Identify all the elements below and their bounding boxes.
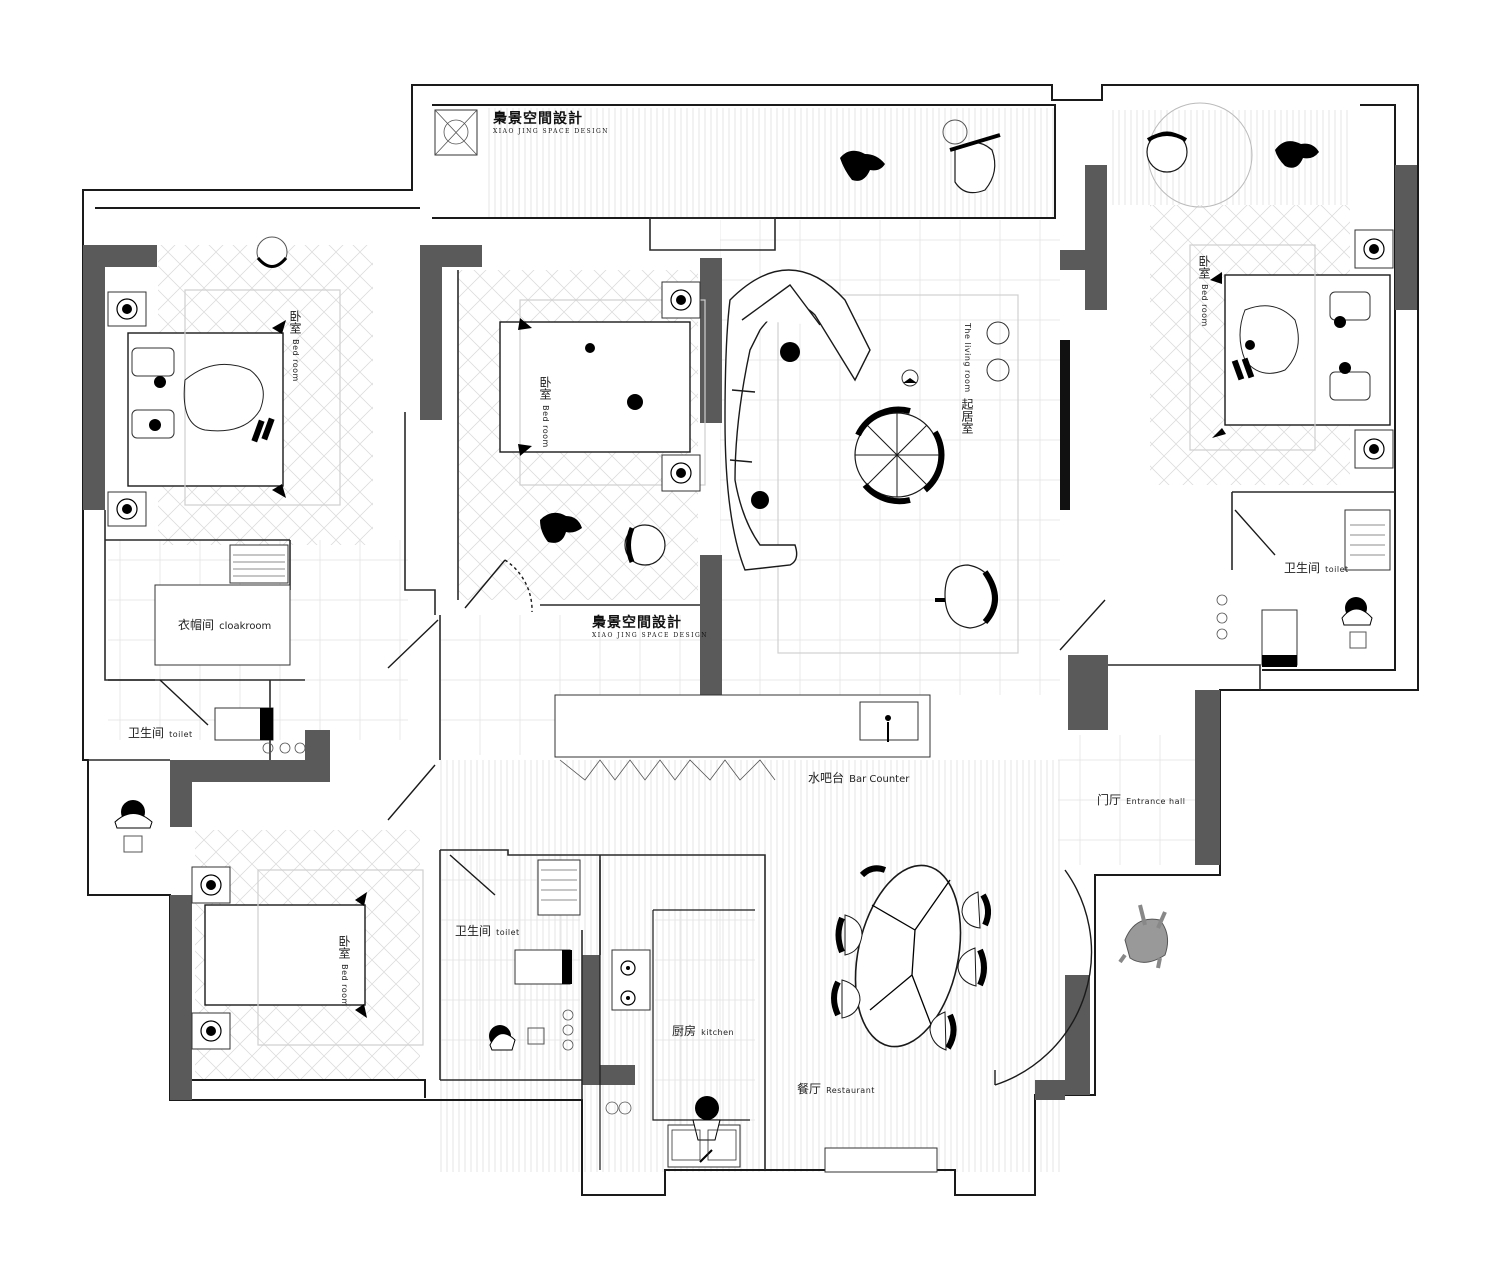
brand-name: 梟景空間設計 bbox=[592, 615, 682, 631]
bed-leg-marks bbox=[251, 357, 1255, 443]
balcony-chair bbox=[942, 102, 1253, 208]
sink-faucet bbox=[885, 715, 891, 742]
bed-corners bbox=[272, 272, 1226, 1018]
floor-finishes bbox=[108, 108, 1350, 1172]
bar-stools bbox=[559, 759, 776, 781]
label-bedroom-center: 卧室 Bed room bbox=[538, 376, 552, 448]
brand-logo-center: 梟景空間設計 XIAO JING SPACE DESIGN bbox=[592, 612, 708, 639]
label-cloakroom: 衣帽间 cloakroom bbox=[178, 618, 272, 632]
round-stool bbox=[256, 236, 288, 268]
label-bedroom-right: 卧室 Bed room bbox=[1197, 255, 1211, 327]
coffee-table bbox=[854, 321, 1010, 505]
toilet-figures bbox=[114, 597, 1373, 1051]
bed-rugs bbox=[184, 244, 1316, 1046]
lounge-chair bbox=[935, 564, 998, 629]
beds bbox=[127, 274, 1391, 1006]
drain-circles bbox=[262, 594, 1228, 1115]
pillows bbox=[131, 291, 1371, 439]
brand-subtitle: XIAO JING SPACE DESIGN bbox=[592, 632, 709, 639]
brand-name: 梟景空間設計 bbox=[493, 111, 583, 127]
washers bbox=[214, 655, 1297, 985]
ac-unit bbox=[434, 109, 478, 156]
cooktop bbox=[620, 960, 636, 1006]
label-toilet-left: 卫生间 toilet bbox=[128, 726, 193, 740]
desk-chair bbox=[624, 524, 666, 566]
cabinet-lines bbox=[233, 524, 1385, 901]
curved-sofa bbox=[724, 269, 871, 571]
doors bbox=[159, 509, 1276, 1086]
label-toilet-right: 卫生间 toilet bbox=[1284, 561, 1349, 575]
label-bedroom-tl: 卧室 Bed room bbox=[288, 310, 302, 382]
label-entrance-hall: 门厅 Entrance hall bbox=[1097, 793, 1186, 807]
walls bbox=[83, 165, 1417, 1100]
label-kitchen: 厨房 kitchen bbox=[672, 1024, 735, 1038]
label-living-room: The living room 起居室 bbox=[960, 323, 974, 434]
dining-table bbox=[831, 864, 991, 1051]
label-restaurant: 餐厅 Restaurant bbox=[797, 1082, 875, 1096]
kitchen-figure bbox=[671, 1096, 737, 1163]
living-rug bbox=[777, 294, 1019, 654]
nightstand-lamps bbox=[107, 229, 1394, 1050]
label-toilet-center: 卫生间 toilet bbox=[455, 924, 520, 938]
entrance-figure bbox=[1118, 904, 1169, 969]
label-bedroom-bl: 卧室 Bed room bbox=[337, 935, 351, 1007]
partitions bbox=[88, 217, 1395, 1170]
dog-silhouettes bbox=[540, 141, 1319, 543]
label-bar-counter: 水吧台 Bar Counter bbox=[808, 771, 910, 785]
brand-subtitle: XIAO JING SPACE DESIGN bbox=[493, 128, 610, 135]
sleeping-figures bbox=[183, 305, 1299, 432]
brand-logo-top: 梟景空間設計 XIAO JING SPACE DESIGN bbox=[493, 108, 609, 135]
